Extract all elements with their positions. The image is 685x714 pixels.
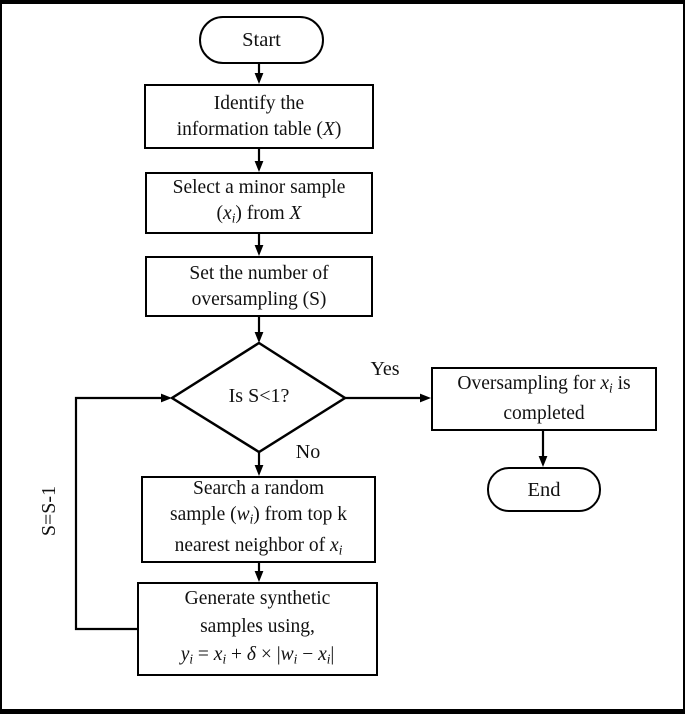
identify-line-2: information table (X) <box>177 117 342 143</box>
complete-line-2: completed <box>503 401 584 427</box>
end-node: End <box>487 467 601 512</box>
text-segment: = <box>193 643 214 665</box>
text-segment: nearest neighbor of <box>174 534 331 556</box>
text-segment: Oversampling for <box>457 372 601 394</box>
text-segment: i <box>609 380 613 396</box>
text-segment: − <box>297 643 319 665</box>
text-segment: x <box>318 643 327 665</box>
text-segment: i <box>189 651 194 667</box>
generate-line-1: Generate synthetic <box>185 585 331 613</box>
search-line-3: nearest neighbor of xi <box>175 533 343 564</box>
select-sample-box: Select a minor sample (xi) from X <box>145 172 373 234</box>
decision-diamond-label: Is S<1? <box>228 385 290 407</box>
end-label: End <box>527 478 561 501</box>
arrowhead-complete <box>420 393 431 403</box>
arrowhead-set <box>254 245 264 256</box>
text-segment: Set the number of <box>189 262 329 284</box>
text-segment: y <box>180 643 190 665</box>
arrowheads <box>161 73 548 582</box>
decision-diamond <box>169 341 348 454</box>
generate-synthetic-box: Generate synthetic samples using, yi = x… <box>137 582 378 676</box>
yes-edge-label: Yes <box>370 358 400 380</box>
text-segment: X <box>322 118 335 140</box>
text-segment: | <box>330 643 335 665</box>
text-segment: ) <box>334 118 342 140</box>
text-segment: i <box>222 651 227 667</box>
text-segment: x <box>223 202 232 224</box>
no-edge-label: No <box>295 441 321 463</box>
text-segment: completed <box>503 403 585 425</box>
text-segment: w <box>280 643 294 665</box>
text-segment: i <box>249 511 254 527</box>
oversampling-complete-box: Oversampling for xi is completed <box>431 367 657 431</box>
search-line-2: sample (wi) from top k <box>170 502 347 533</box>
identify-table-box: Identify the information table (X) <box>144 84 374 149</box>
text-segment: Select a minor sample <box>172 176 346 198</box>
text-segment: i <box>326 651 331 667</box>
text-segment: x <box>600 372 610 394</box>
arrowhead-identify <box>254 73 264 84</box>
start-label: Start <box>242 29 281 51</box>
text-segment: Identify the <box>213 92 305 114</box>
text-segment: ( <box>216 202 224 224</box>
text-segment: Generate synthetic <box>184 587 331 609</box>
text-segment: x <box>330 534 339 556</box>
text-segment: δ <box>246 643 256 665</box>
select-line-2: (xi) from X <box>217 201 302 232</box>
arrowhead-select <box>254 161 264 172</box>
text-segment: Search a random <box>192 477 325 499</box>
text-segment: sample ( <box>169 503 237 525</box>
select-line-1: Select a minor sample <box>173 175 346 201</box>
arrowhead-end <box>538 456 548 467</box>
set-oversampling-box: Set the number of oversampling (S) <box>145 256 373 317</box>
search-neighbor-box: Search a random sample (wi) from top k n… <box>141 476 376 563</box>
text-segment: + <box>226 643 247 665</box>
loop-decrement-label: S=S-1 <box>38 485 60 537</box>
search-line-1: Search a random <box>193 476 324 502</box>
text-segment: oversampling (S) <box>191 288 327 310</box>
text-segment: i <box>231 210 236 226</box>
complete-line-1: Oversampling for xi is <box>457 371 630 402</box>
text-segment: i <box>338 542 343 558</box>
text-segment: i <box>293 651 298 667</box>
start-node: Start <box>199 16 324 64</box>
text-segment: X <box>289 202 302 224</box>
text-segment: ) from <box>235 202 290 224</box>
arrowhead-generate <box>254 571 264 582</box>
generate-line-2: samples using, <box>200 613 315 641</box>
text-segment: x <box>213 643 223 665</box>
generate-formula: yi = xi + δ × |wi − xi| <box>181 641 335 674</box>
arrowhead-decision <box>254 332 264 343</box>
text-segment: w <box>236 503 250 525</box>
text-segment: ) from top k <box>253 503 347 525</box>
identify-line-1: Identify the <box>214 91 304 117</box>
text-segment: information table ( <box>176 118 323 140</box>
text-segment: is <box>612 372 631 394</box>
set-line-1: Set the number of <box>189 261 328 287</box>
arrowhead-loop-into-decision <box>161 393 172 403</box>
text-segment: × | <box>255 643 281 665</box>
arrowhead-search <box>254 465 264 476</box>
set-line-2: oversampling (S) <box>192 287 327 313</box>
edge-loop-back <box>74 396 162 631</box>
text-segment: samples using, <box>200 615 315 637</box>
